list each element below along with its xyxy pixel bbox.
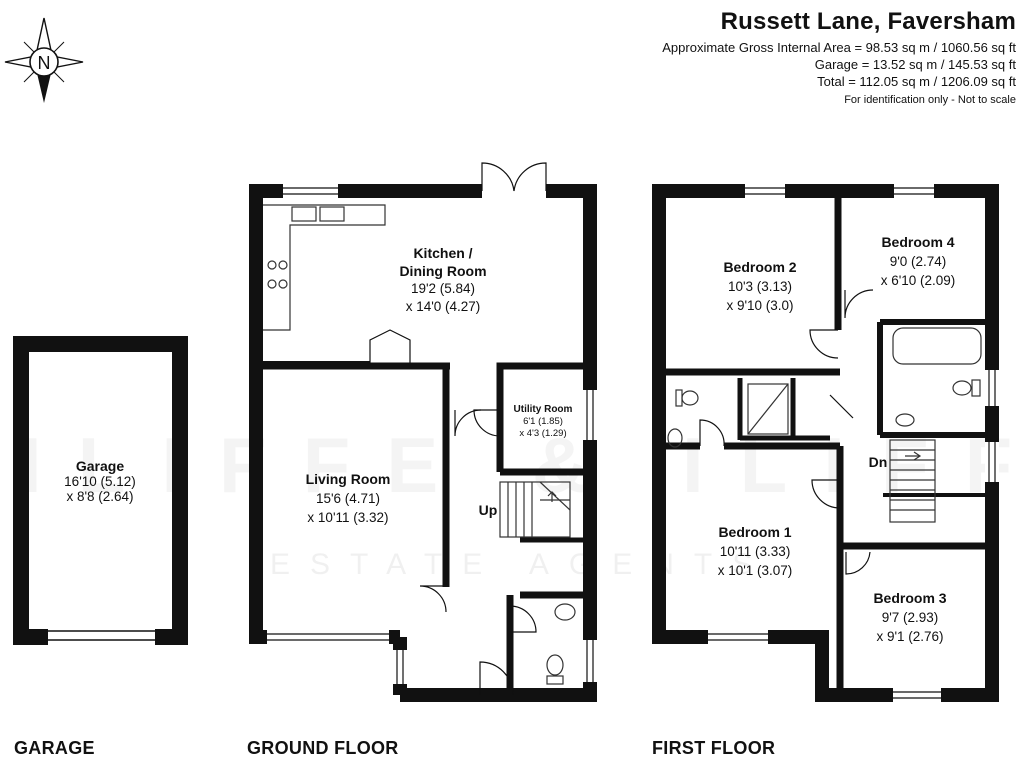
stairs-up-label: Up	[478, 502, 498, 518]
room-bedroom-2: Bedroom 2 10'3 (3.13) x 9'10 (3.0)	[695, 258, 825, 315]
room-dimension: x 9'10 (3.0)	[726, 298, 794, 313]
room-name: Bedroom 2	[723, 259, 797, 275]
property-title: Russett Lane, Faversham	[720, 8, 1016, 35]
first-floor-openings	[699, 184, 999, 702]
room-name: Dining Room	[399, 263, 487, 279]
room-dimension: 10'11 (3.33)	[719, 544, 791, 559]
room-name: Utility Room	[513, 404, 573, 415]
room-dimension: x 4'3 (1.29)	[519, 428, 567, 439]
room-garage: Garage 16'10 (5.12) x 8'8 (2.64)	[45, 458, 155, 504]
area-line-total: Total = 112.05 sq m / 1206.09 sq ft	[817, 74, 1016, 89]
room-dimension: 15'6 (4.71)	[315, 491, 381, 506]
ground-stairs	[499, 481, 571, 538]
room-dimension: 6'1 (1.85)	[523, 416, 563, 427]
ground-floor-openings	[267, 162, 597, 696]
room-name: Garage	[75, 458, 125, 474]
room-dimension: x 6'10 (2.09)	[880, 273, 956, 288]
room-dimension: 9'0 (2.74)	[889, 254, 947, 269]
disclaimer: For identification only - Not to scale	[844, 94, 1016, 106]
floor-label-garage: GARAGE	[14, 738, 95, 758]
area-line-internal: Approximate Gross Internal Area = 98.53 …	[662, 40, 1016, 55]
room-bedroom-1: Bedroom 1 10'11 (3.33) x 10'1 (3.07)	[690, 523, 820, 580]
room-name: Kitchen /	[413, 245, 473, 261]
room-dimension: x 14'0 (4.27)	[405, 299, 481, 314]
room-name: Living Room	[305, 471, 391, 487]
room-dimension: x 8'8 (2.64)	[66, 489, 134, 504]
compass-letter: N	[38, 53, 51, 73]
room-kitchen-dining: Kitchen / Dining Room 19'2 (5.84) x 14'0…	[368, 244, 518, 316]
floor-label-first: FIRST FLOOR	[652, 738, 776, 758]
room-dimension: 9'7 (2.93)	[881, 610, 939, 625]
first-floor-walls	[652, 184, 999, 702]
room-living: Living Room 15'6 (4.71) x 10'11 (3.32)	[283, 470, 413, 527]
room-name: Bedroom 3	[873, 590, 947, 606]
first-floor-sanitary	[667, 327, 982, 448]
garage-walls	[13, 336, 188, 645]
room-bedroom-3: Bedroom 3 9'7 (2.93) x 9'1 (2.76)	[850, 589, 970, 646]
area-line-garage: Garage = 13.52 sq m / 145.53 sq ft	[814, 57, 1016, 72]
first-floor-stairs	[889, 439, 936, 523]
floor-label-ground: GROUND FLOOR	[247, 738, 399, 758]
compass-rose-icon: N	[4, 17, 84, 103]
room-bedroom-4: Bedroom 4 9'0 (2.74) x 6'10 (2.09)	[858, 233, 978, 290]
room-dimension: x 10'11 (3.32)	[307, 510, 389, 525]
room-dimension: 16'10 (5.12)	[64, 474, 136, 489]
room-name: Bedroom 4	[881, 234, 955, 250]
kitchen-worktop	[263, 204, 386, 331]
room-dimension: 10'3 (3.13)	[727, 279, 793, 294]
room-name: Bedroom 1	[718, 524, 792, 540]
ground-wc	[546, 603, 576, 685]
room-dimension: x 9'1 (2.76)	[876, 629, 944, 644]
watermark-subtext: ESTATE AGENTS	[270, 548, 773, 581]
room-dimension: x 10'1 (3.07)	[717, 563, 793, 578]
stairs-down-label: Dn	[868, 454, 888, 470]
room-dimension: 19'2 (5.84)	[410, 281, 476, 296]
room-utility: Utility Room 6'1 (1.85) x 4'3 (1.29)	[505, 404, 581, 440]
